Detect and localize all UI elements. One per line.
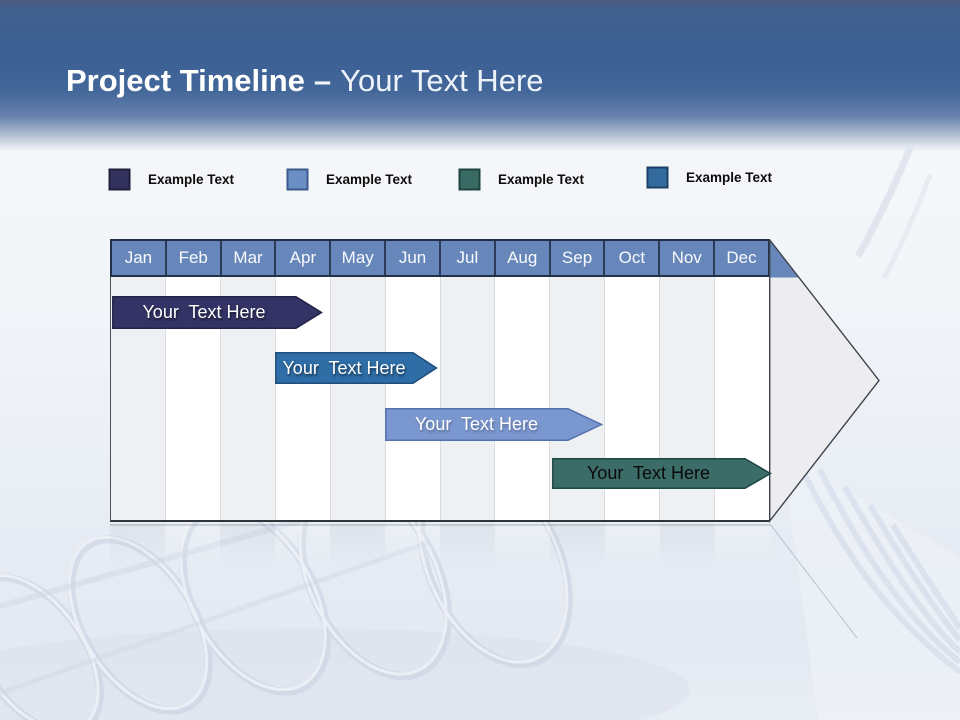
legend-swatch-teal	[458, 168, 481, 191]
legend-label: Example Text	[686, 170, 773, 185]
legend: Example Text Example Text Example Text E…	[0, 166, 960, 194]
month-header-cell: May	[331, 241, 387, 275]
slide-title[interactable]: Project Timeline–Your Text Here	[66, 58, 544, 104]
month-column	[495, 277, 551, 520]
legend-swatch-blue	[646, 166, 669, 189]
timeline-end-arrow[interactable]	[769, 239, 882, 523]
month-header-cell: Nov	[660, 241, 716, 275]
month-header-cell: Jul	[441, 241, 496, 275]
month-header-cell: Dec	[726, 248, 757, 267]
legend-item-3[interactable]: Example Text	[458, 168, 584, 191]
month-header-cell: Oct	[605, 241, 661, 275]
month-header-cell: Aug	[496, 241, 551, 275]
month-header-cell: Apr	[276, 241, 332, 275]
legend-swatch-lightblue	[286, 168, 309, 191]
month-header-row: Jan Feb Mar Apr May Jun Jul Aug Sep Oct …	[110, 239, 770, 277]
month-header-cell: Jun	[386, 241, 441, 275]
month-header-cell: Mar	[222, 241, 277, 275]
task-arrow-2[interactable]	[275, 352, 438, 384]
month-header-cell: Feb	[167, 241, 222, 275]
task-arrow-1[interactable]	[112, 296, 323, 329]
title-bold: Project Timeline	[66, 63, 305, 98]
legend-item-4[interactable]: Example Text	[646, 166, 772, 189]
arrow-reflection-line	[769, 524, 858, 639]
title-separator: –	[313, 63, 332, 98]
month-header-cell: Sep	[551, 241, 606, 275]
title-light: Your Text Here	[340, 63, 544, 98]
month-header-cell: Jan	[112, 241, 167, 275]
table-reflection	[110, 524, 770, 574]
month-column	[330, 277, 386, 520]
month-column	[440, 277, 496, 520]
legend-item-2[interactable]: Example Text	[286, 168, 412, 191]
task-arrow-3[interactable]	[385, 408, 603, 441]
legend-item-1[interactable]: Example Text	[108, 168, 234, 191]
legend-label: Example Text	[326, 172, 413, 187]
month-column	[385, 277, 441, 520]
header-band	[0, 0, 960, 152]
legend-label: Example Text	[498, 172, 585, 187]
legend-label: Example Text	[148, 172, 235, 187]
task-arrow-4[interactable]	[552, 458, 772, 489]
legend-swatch-navy	[108, 168, 131, 191]
